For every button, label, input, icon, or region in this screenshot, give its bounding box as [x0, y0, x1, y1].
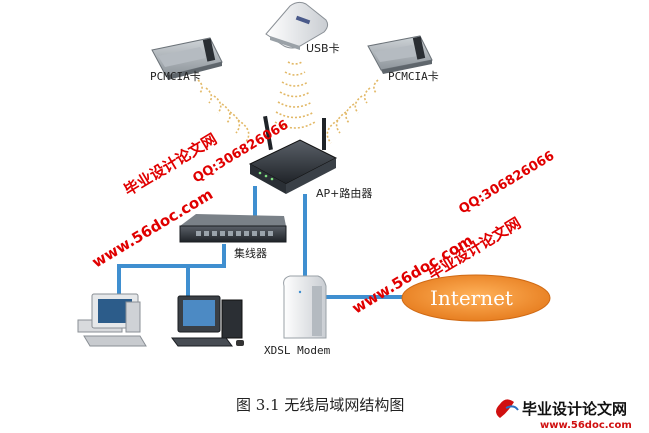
hub-icon: [179, 214, 287, 243]
waves-right-card: [326, 79, 379, 144]
waves-left-card: [197, 79, 250, 144]
pcmcia-left-icon: [151, 37, 223, 80]
link-lines: [117, 186, 410, 299]
pc-left-icon: [77, 293, 147, 347]
figure-caption: 图 3.1 无线局域网结构图: [236, 396, 404, 414]
modem-label: XDSL Modem: [264, 344, 331, 357]
internet-cloud: [401, 274, 551, 322]
modem-icon: [283, 275, 327, 339]
logo-url: www.56doc.com: [540, 420, 632, 431]
pcmcia-right-label: PCMCIA卡: [388, 70, 439, 83]
waves-usb: [274, 61, 316, 129]
pcmcia-right-icon: [367, 35, 433, 74]
router-icon: [248, 115, 338, 194]
site-logo: 毕业设计论文网 www.56doc.com: [496, 399, 632, 431]
pc-right-icon: [171, 295, 244, 347]
wireless-waves: [197, 61, 379, 144]
logo-name: 毕业设计论文网: [522, 400, 627, 418]
logo-emblem-icon: [496, 399, 514, 418]
internet-label: Internet: [430, 286, 513, 310]
watermark-right-qq: QQ:306826066: [456, 149, 557, 218]
usb-card-icon: [265, 1, 329, 50]
usb-card-label: USB卡: [306, 42, 340, 55]
hub-label: 集线器: [234, 246, 267, 260]
pcmcia-left-label: PCMCIA卡: [150, 70, 201, 83]
router-label: AP+路由器: [316, 186, 372, 200]
